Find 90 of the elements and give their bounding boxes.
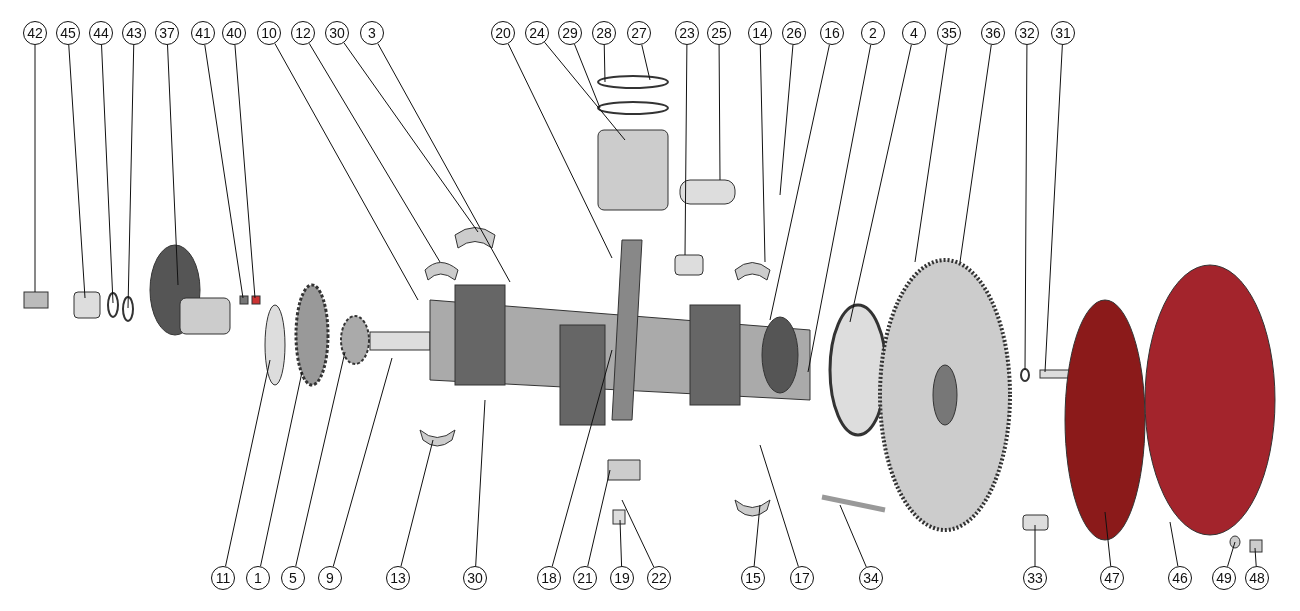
callout-number: 11: [211, 566, 235, 590]
callout-number: 24: [525, 21, 549, 45]
leader-line: [759, 444, 799, 568]
leader-line: [234, 44, 256, 299]
leader-line: [260, 371, 303, 567]
leader-line: [1169, 521, 1179, 567]
leader-line: [1227, 541, 1236, 567]
leader-line: [753, 504, 761, 567]
leader-line: [204, 44, 244, 299]
leader-line: [959, 44, 992, 263]
callout-number: 19: [610, 566, 634, 590]
leader-line: [1104, 511, 1112, 567]
callout-number: 30: [325, 21, 349, 45]
leader-line: [551, 349, 613, 567]
leader-line: [1024, 44, 1028, 371]
leader-line: [603, 44, 606, 83]
leader-line: [573, 43, 601, 109]
leader-line: [807, 44, 872, 373]
callout-number: 27: [627, 21, 651, 45]
leader-line: [1044, 44, 1063, 373]
callout-number: 41: [191, 21, 215, 45]
leader-line: [308, 42, 441, 263]
callout-number: 42: [23, 21, 47, 45]
callout-number: 30: [463, 566, 487, 590]
callout-number: 25: [707, 21, 731, 45]
callout-number: 5: [281, 566, 305, 590]
callout-number: 23: [675, 21, 699, 45]
leader-line: [377, 43, 511, 283]
leader-line: [1254, 547, 1257, 567]
callout-number: 1: [246, 566, 270, 590]
callout-number: 29: [558, 21, 582, 45]
leader-line: [684, 44, 688, 256]
callout-number: 18: [537, 566, 561, 590]
leader-line: [475, 399, 486, 567]
callout-number: 44: [89, 21, 113, 45]
callout-number: 36: [981, 21, 1005, 45]
callout-number: 16: [820, 21, 844, 45]
callout-number: 33: [1023, 566, 1047, 590]
leader-line: [914, 44, 948, 263]
callout-number: 26: [782, 21, 806, 45]
callout-number: 10: [257, 21, 281, 45]
leader-line: [68, 44, 86, 299]
callout-number: 48: [1245, 566, 1269, 590]
leader-line: [779, 44, 794, 196]
leader-line: [619, 519, 623, 567]
leader-line: [641, 44, 651, 81]
leader-line: [127, 44, 135, 309]
callout-number: 17: [790, 566, 814, 590]
leader-line: [587, 469, 611, 567]
callout-number: 14: [748, 21, 772, 45]
leader-line: [225, 359, 271, 567]
callout-number: 45: [56, 21, 80, 45]
callout-number: 4: [902, 21, 926, 45]
leader-line: [839, 504, 867, 568]
callout-number: 49: [1212, 566, 1236, 590]
callout-number: 32: [1015, 21, 1039, 45]
callout-number: 40: [222, 21, 246, 45]
leader-line: [101, 44, 114, 304]
callout-number: 9: [318, 566, 342, 590]
callout-number: 28: [592, 21, 616, 45]
leader-line: [544, 41, 626, 141]
leader-line: [34, 44, 36, 293]
callout-number: 43: [122, 21, 146, 45]
callout-number: 22: [647, 566, 671, 590]
leader-line: [759, 44, 766, 263]
leader-line: [167, 44, 179, 286]
callout-number: 13: [386, 566, 410, 590]
leader-line: [621, 499, 655, 568]
callout-number: 37: [155, 21, 179, 45]
leader-line: [849, 44, 912, 323]
callout-number: 34: [859, 566, 883, 590]
leader-line: [1034, 524, 1036, 567]
leader-line: [507, 43, 613, 259]
leader-line: [295, 351, 346, 567]
callout-number: 15: [741, 566, 765, 590]
leader-line: [332, 357, 393, 567]
callout-number: 35: [937, 21, 961, 45]
leader-line: [274, 43, 419, 301]
leader-line: [769, 44, 830, 321]
callout-number: 2: [861, 21, 885, 45]
callout-number: 20: [491, 21, 515, 45]
callout-number: 3: [360, 21, 384, 45]
callout-number: 21: [573, 566, 597, 590]
leader-line: [343, 42, 479, 233]
callout-number: 47: [1100, 566, 1124, 590]
callout-number: 31: [1051, 21, 1075, 45]
callout-number: 12: [291, 21, 315, 45]
leader-line: [718, 44, 721, 181]
callout-number: 46: [1168, 566, 1192, 590]
leader-line: [400, 439, 434, 567]
